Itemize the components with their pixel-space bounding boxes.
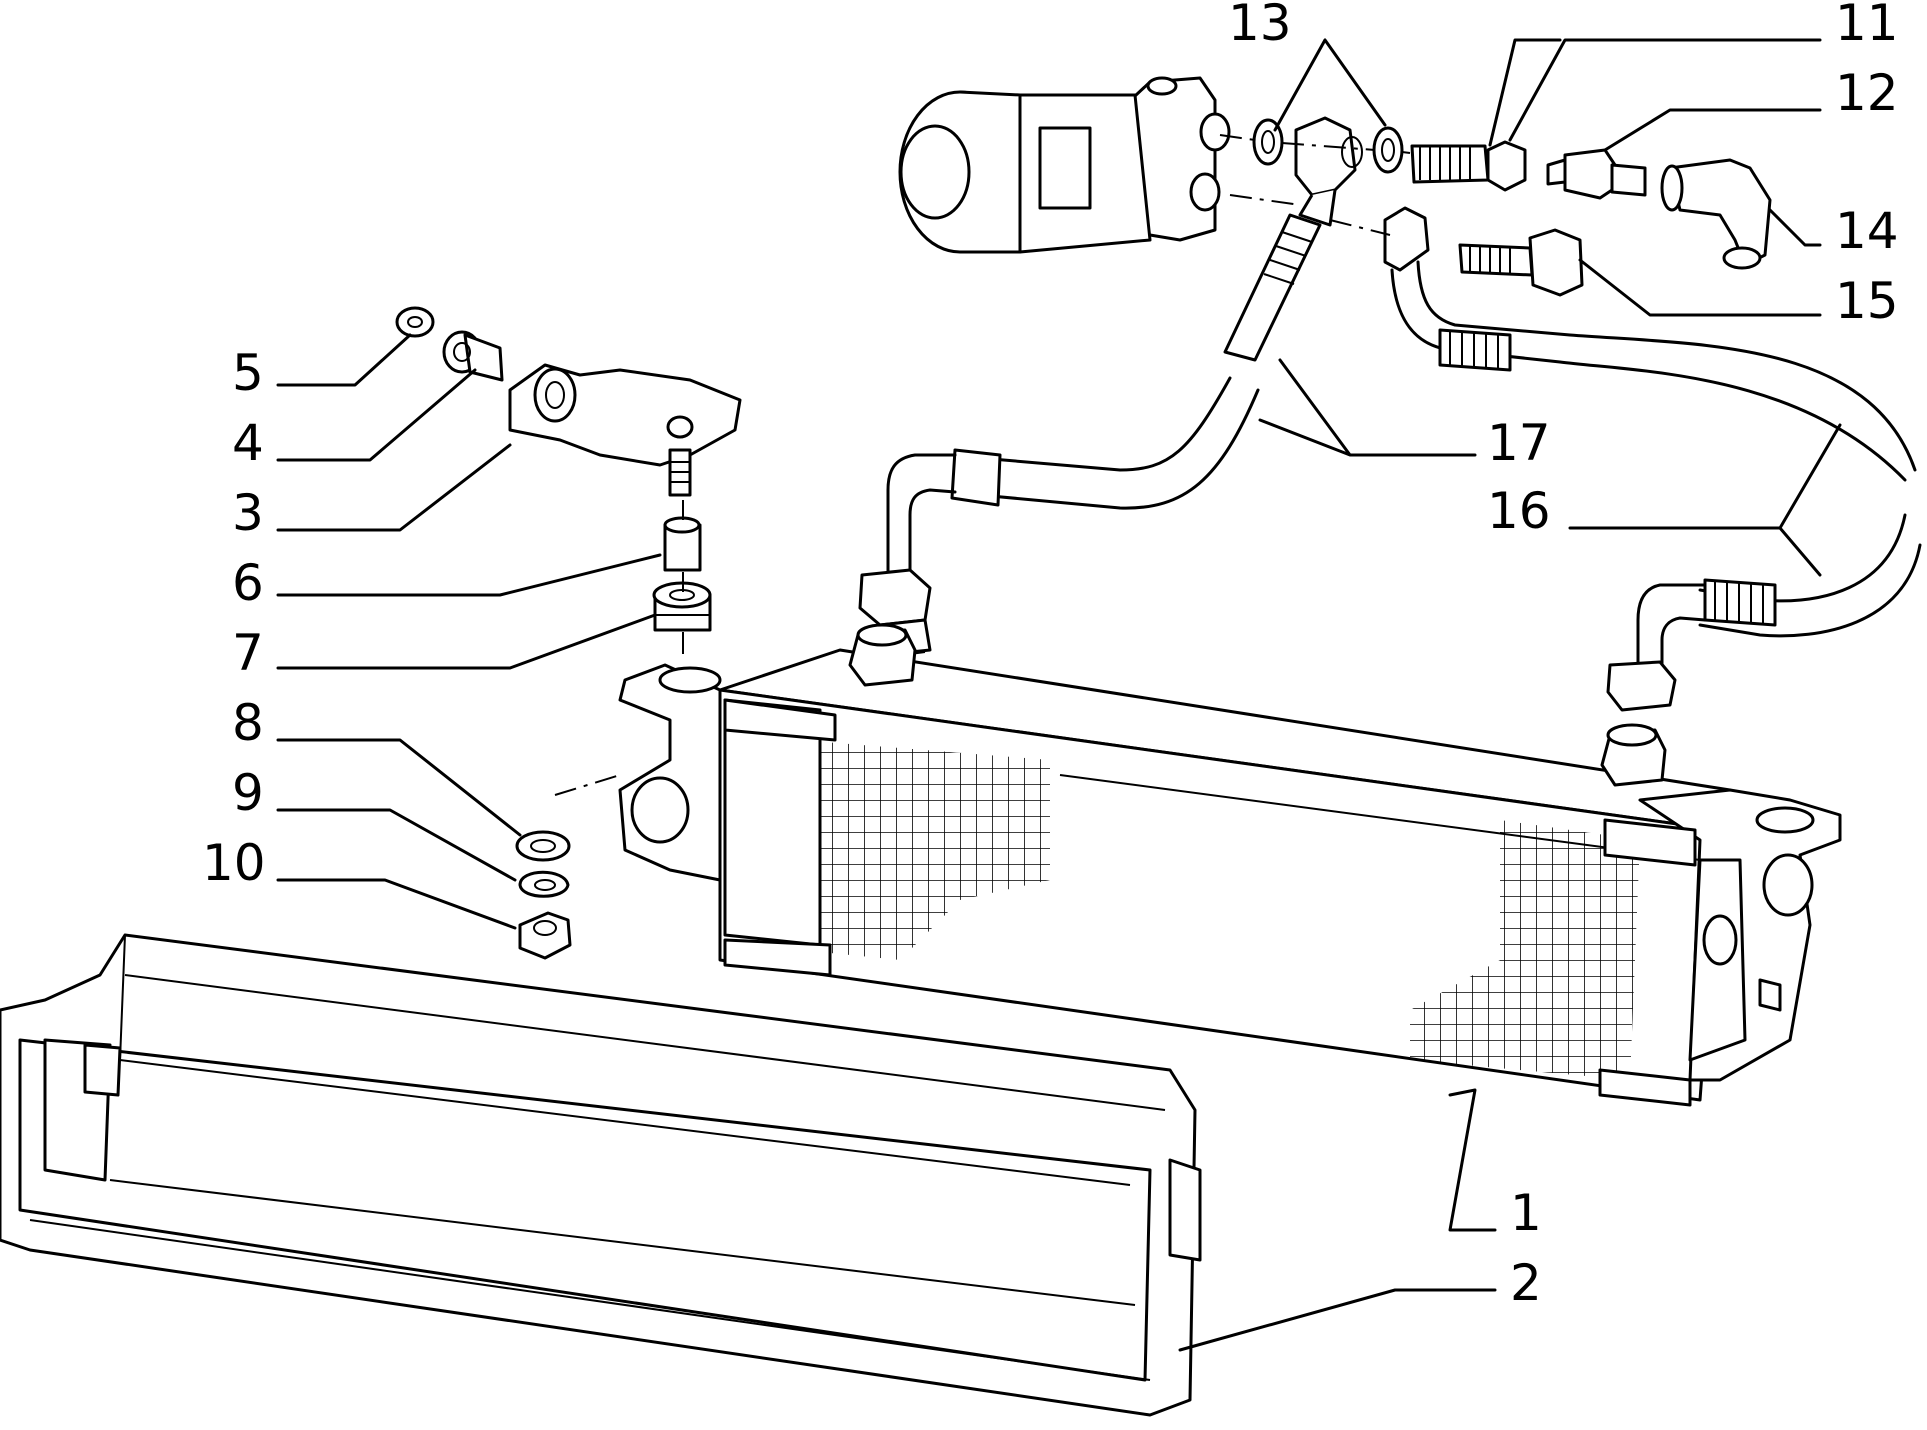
callout-5: 5 — [232, 344, 264, 402]
hose-17 — [858, 213, 1322, 676]
washer-8 — [515, 830, 571, 862]
callout-17: 17 — [1487, 414, 1551, 472]
hose-16 — [1383, 206, 1922, 712]
banjo-elbow — [1294, 116, 1363, 227]
nut-10 — [518, 911, 572, 960]
lock-washer-9 — [518, 870, 570, 898]
rubber-bush-7 — [652, 581, 712, 632]
adapter-union — [1546, 148, 1647, 200]
callout-6: 6 — [232, 554, 264, 612]
elbow-cap — [1660, 158, 1772, 270]
spacer-6 — [663, 516, 702, 572]
oil-cooler-radiator — [554, 623, 1842, 1107]
callout-7: 7 — [232, 624, 264, 682]
callout-14: 14 — [1835, 202, 1899, 260]
leader-lines — [276, 38, 1842, 1352]
callout-9: 9 — [232, 764, 264, 822]
callout-16: 16 — [1487, 482, 1551, 540]
callout-1: 1 — [1510, 1184, 1542, 1242]
oil-filter — [898, 76, 1231, 254]
callout-3: 3 — [232, 484, 264, 542]
seal-washers — [1252, 118, 1404, 174]
radiator-shroud-frame — [0, 933, 1202, 1417]
callout-15: 15 — [1835, 272, 1899, 330]
callout-2: 2 — [1510, 1254, 1542, 1312]
callout-labels: 1 2 3 4 5 6 7 8 9 10 11 12 13 14 15 16 1… — [202, 0, 1899, 1312]
mounting-bracket — [508, 363, 742, 467]
callout-8: 8 — [232, 694, 264, 752]
stud-screw — [668, 448, 692, 497]
callout-11: 11 — [1835, 0, 1899, 52]
callout-13: 13 — [1228, 0, 1292, 52]
banjo-bolt-15 — [1458, 228, 1584, 297]
washer-5 — [395, 306, 435, 338]
callout-10: 10 — [202, 834, 266, 892]
hollow-bolt — [1410, 140, 1527, 192]
callout-4: 4 — [232, 414, 264, 472]
callout-12: 12 — [1835, 64, 1899, 122]
